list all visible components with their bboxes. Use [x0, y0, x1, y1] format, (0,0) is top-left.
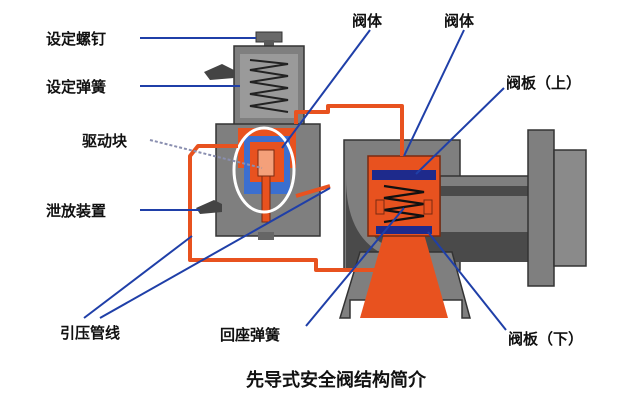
outlet-flange-face	[553, 149, 587, 267]
leader-return-spring	[305, 207, 405, 327]
seal-right	[423, 199, 433, 215]
drive-block-piston	[257, 149, 275, 177]
leader-lines	[83, 29, 507, 331]
pilot-line	[188, 104, 404, 272]
label-drive-block: 驱动块	[82, 132, 128, 150]
leader-valve-plate-upper	[415, 87, 505, 175]
label-relief-device: 泄放装置	[46, 202, 107, 220]
seal-left	[375, 199, 385, 215]
label-setting-screw: 设定螺钉	[46, 30, 107, 48]
label-valve-body-1: 阀体	[352, 12, 383, 30]
relief-handle	[196, 200, 222, 214]
pilot-line-lower	[188, 144, 402, 272]
label-return-spring: 回座弹簧	[220, 326, 281, 344]
diagram-caption: 先导式安全阀结构简介	[246, 370, 426, 391]
pilot-connector	[258, 232, 274, 240]
bonnet-handle	[204, 64, 234, 80]
label-pilot-line: 引压管线	[60, 324, 121, 342]
pilot-valve	[196, 31, 321, 240]
label-valve-plate-upper: 阀板（上）	[506, 74, 582, 92]
setting-screw-stem	[264, 40, 274, 48]
main-valve	[338, 129, 587, 319]
leader-valve-body-2	[403, 29, 465, 157]
valve-plate-upper	[372, 170, 436, 180]
inlet-nozzle	[360, 234, 448, 318]
pilot-line-upper	[294, 104, 404, 156]
pilot-line-link	[295, 184, 331, 198]
leader-valve-body-1	[281, 29, 371, 149]
setting-spring	[249, 59, 289, 113]
label-valve-body-2: 阀体	[444, 12, 475, 30]
label-valve-plate-lower: 阀板（下）	[508, 330, 584, 348]
leader-pilot-line-1	[83, 235, 193, 319]
leader-drive-block	[149, 139, 263, 169]
valve-plate-lower	[376, 226, 432, 234]
leader-pilot-line-2	[99, 187, 331, 319]
drive-block-highlight	[232, 126, 296, 214]
drive-block-stem	[261, 175, 271, 223]
outlet-flange	[527, 129, 555, 287]
label-setting-spring: 设定弹簧	[46, 78, 107, 96]
leader-valve-plate-lower	[427, 231, 507, 331]
